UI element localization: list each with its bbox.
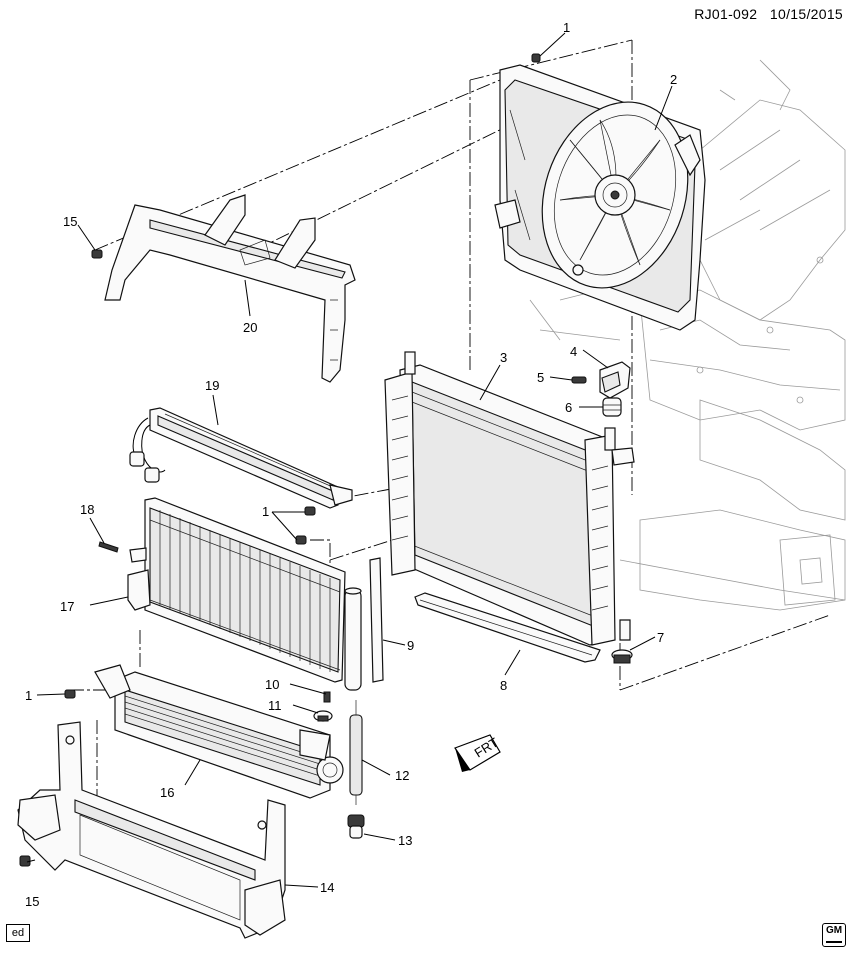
callout-17: 17 bbox=[60, 599, 74, 614]
callout-4: 4 bbox=[570, 344, 577, 359]
callout-14: 14 bbox=[320, 880, 334, 895]
callout-15-top: 15 bbox=[63, 214, 77, 229]
callout-labels: 1 2 3 4 5 6 7 8 9 10 11 12 13 14 15 16 1… bbox=[25, 20, 677, 909]
callout-6: 6 bbox=[565, 400, 572, 415]
callout-12: 12 bbox=[395, 768, 409, 783]
upper-radiator-bracket bbox=[599, 361, 631, 399]
callout-19: 19 bbox=[205, 378, 219, 393]
gm-logo: GM bbox=[822, 923, 846, 947]
side-air-seal bbox=[369, 557, 384, 683]
gm-logo-underline bbox=[826, 941, 842, 943]
ac-condenser bbox=[127, 497, 346, 683]
fastener-1-top bbox=[531, 53, 541, 63]
fastener-15-top bbox=[91, 249, 103, 259]
callout-1-mid: 1 bbox=[262, 504, 269, 519]
condenser-stud bbox=[98, 541, 119, 553]
fastener-15-bottom bbox=[19, 855, 31, 867]
condenser-dryer-bottle bbox=[344, 587, 362, 691]
charge-air-cooler bbox=[94, 664, 344, 799]
callout-20: 20 bbox=[243, 320, 257, 335]
transmission-oil-cooler bbox=[129, 407, 353, 509]
front-direction-arrow: FRT bbox=[454, 734, 501, 772]
gm-logo-text: GM bbox=[825, 925, 843, 936]
callout-11: 11 bbox=[268, 698, 282, 713]
lower-air-deflector bbox=[17, 721, 286, 939]
callout-8: 8 bbox=[500, 678, 507, 693]
dryer-plug bbox=[347, 814, 365, 839]
callout-5: 5 bbox=[537, 370, 544, 385]
callout-10: 10 bbox=[265, 677, 279, 692]
vehicle-frame-background bbox=[529, 59, 846, 611]
callout-16: 16 bbox=[160, 785, 174, 800]
diagram-header: RJ01-092 10/15/2015 bbox=[694, 6, 843, 22]
callout-18: 18 bbox=[80, 502, 94, 517]
lower-air-baffle bbox=[414, 592, 601, 663]
fastener-1-mid-b bbox=[295, 535, 307, 545]
callout-2: 2 bbox=[670, 72, 677, 87]
callout-1-top: 1 bbox=[563, 20, 570, 35]
callout-9: 9 bbox=[407, 638, 414, 653]
radiator-lower-insulator bbox=[611, 649, 633, 664]
callout-15-bottom: 15 bbox=[25, 894, 39, 909]
callout-3: 3 bbox=[500, 350, 507, 365]
callout-7: 7 bbox=[657, 630, 664, 645]
desiccant-bag bbox=[349, 700, 363, 805]
bracket-bolt bbox=[571, 376, 587, 384]
diagram-date: 10/15/2015 bbox=[769, 6, 843, 22]
callout-13: 13 bbox=[398, 833, 412, 848]
fastener-1-left bbox=[64, 689, 76, 699]
cooling-fan-assembly bbox=[494, 64, 706, 331]
footer-tag: ed bbox=[6, 924, 30, 942]
dryer-cap bbox=[313, 710, 333, 722]
radiator-upper-insulator bbox=[602, 397, 622, 417]
dryer-bolt bbox=[323, 691, 331, 703]
callout-1-left: 1 bbox=[25, 688, 32, 703]
radiator-upper-support-bracket bbox=[104, 194, 356, 383]
leader-lines bbox=[26, 32, 673, 888]
fastener-1-mid-a bbox=[304, 506, 316, 516]
diagram-code: RJ01-092 bbox=[694, 6, 758, 22]
radiator bbox=[384, 351, 635, 646]
